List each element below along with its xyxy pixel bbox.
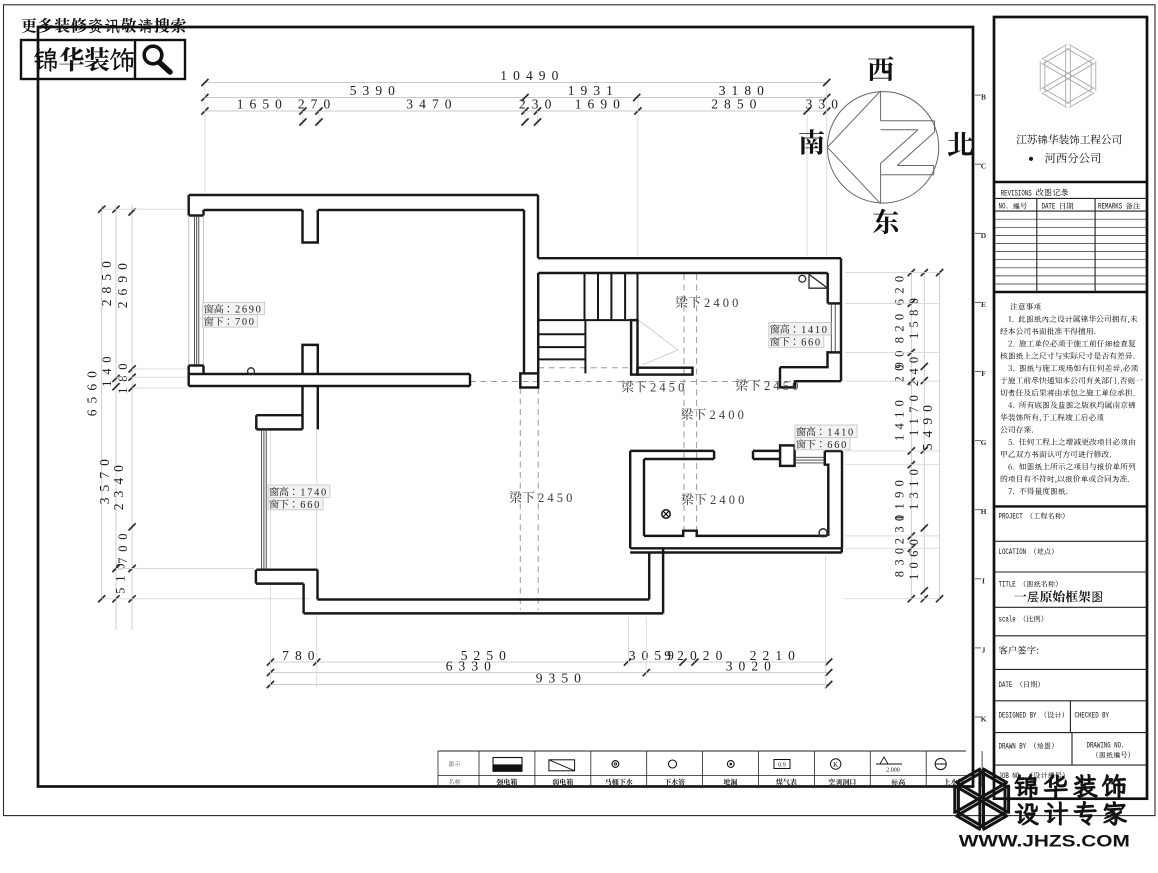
svg-text:J: J [982,645,986,654]
svg-text:1 1 7 0: 1 1 7 0 [907,394,921,436]
svg-text:TITLE: TITLE [999,581,1016,590]
svg-text:660: 660 [827,440,848,451]
svg-text:1 0 6 0: 1 0 6 0 [907,538,921,580]
svg-text:K: K [833,761,838,769]
svg-text:DATE: DATE [999,681,1013,690]
svg-text:1410: 1410 [801,325,829,336]
svg-text:2 4 0 0: 2 4 0 0 [710,408,744,422]
svg-text:2 4 0 0: 2 4 0 0 [710,493,744,507]
svg-text:3 4 7 0: 3 4 7 0 [406,97,453,112]
svg-text:F: F [981,369,986,378]
svg-text:0.9: 0.9 [778,763,786,769]
svg-text:9 2 0 2 0: 9 2 0 2 0 [664,648,723,663]
svg-text:660: 660 [801,337,822,348]
svg-text:9 3 5 0: 9 3 5 0 [536,671,583,686]
svg-text:5 4 9 0: 5 4 9 0 [920,404,935,451]
svg-text:5 2 5 0: 5 2 5 0 [461,648,508,663]
svg-text:2 8 5 0: 2 8 5 0 [711,97,758,112]
svg-text:2 8 5 0: 2 8 5 0 [99,260,114,307]
svg-text:REMARKS: REMARKS [1098,204,1122,212]
svg-text:G: G [981,438,987,447]
svg-text:C: C [981,162,986,171]
svg-text:H: H [981,507,987,516]
svg-text:PROJECT: PROJECT [999,513,1023,522]
svg-text:700: 700 [235,317,256,328]
svg-text:E: E [981,300,986,309]
svg-text:1 6 5 0: 1 6 5 0 [237,97,284,112]
svg-text:3 1 8 0: 3 1 8 0 [719,83,766,98]
svg-text:7 8 0: 7 8 0 [282,648,316,663]
svg-text:2 3 0: 2 3 0 [893,514,907,545]
svg-text:8 2 0: 8 2 0 [893,313,907,344]
svg-text:2 4 5 0: 2 4 5 0 [650,381,684,395]
svg-text:2 3 0: 2 3 0 [519,97,553,112]
svg-text:5 3 9 0: 5 3 9 0 [350,83,397,98]
svg-text:1 4 1 0: 1 4 1 0 [893,399,907,441]
svg-text:3 0 5 9: 3 0 5 9 [629,648,676,663]
svg-text:1 0 4 9 0: 1 0 4 9 0 [500,68,559,83]
svg-text:K: K [981,715,987,724]
svg-text:2 4 5 0: 2 4 5 0 [764,379,798,393]
svg-text:2690: 2690 [235,305,263,316]
svg-text:DESIGNED BY: DESIGNED BY [999,712,1037,721]
svg-text:1740: 1740 [300,487,328,498]
svg-text:2 4 0: 2 4 0 [907,356,921,387]
svg-text:6 2 0: 6 2 0 [893,275,907,306]
svg-text:LOCATION: LOCATION [999,548,1027,557]
svg-text:2 2 1 0: 2 2 1 0 [750,648,797,663]
svg-text:WWW.JHZS.COM: WWW.JHZS.COM [959,833,1130,851]
svg-text:2 6 9 0: 2 6 9 0 [115,262,130,309]
svg-text:scale: scale [999,615,1016,625]
svg-text:8 3 0: 8 3 0 [893,547,907,578]
svg-text:1 1 9 0: 1 1 9 0 [893,479,907,521]
svg-text:5 1 0: 5 1 0 [114,562,128,594]
svg-text:DRAWING NO.: DRAWING NO. [1087,742,1125,751]
svg-text:JOB NO.: JOB NO. [999,772,1023,781]
svg-text:2 7 0: 2 7 0 [298,97,332,112]
svg-text:9 0: 9 0 [893,350,907,369]
svg-text:DATE: DATE [1042,204,1056,212]
svg-text:2.000: 2.000 [886,768,900,774]
svg-text:DRAWN BY: DRAWN BY [999,742,1027,751]
svg-text:2 4 5 0: 2 4 5 0 [538,491,572,505]
svg-text:2 0: 2 0 [893,364,907,383]
svg-text:1 5 8 0: 1 5 8 0 [907,297,921,339]
svg-text:NO.: NO. [999,204,1009,212]
svg-text:B: B [981,93,986,102]
svg-text:660: 660 [300,500,321,511]
svg-text:REVISIONS: REVISIONS [1001,188,1032,198]
svg-text:2 4 0 0: 2 4 0 0 [704,296,738,310]
svg-text:1410: 1410 [827,427,855,438]
svg-text:1 8 0: 1 8 0 [116,362,130,394]
svg-text:3 5 7 0: 3 5 7 0 [97,458,112,505]
svg-text:3 3 0: 3 3 0 [806,97,840,112]
svg-text:2 3 4 0: 2 3 4 0 [111,464,126,511]
svg-text:D: D [981,231,987,240]
svg-text:1 9 3 1: 1 9 3 1 [568,83,615,98]
svg-text:6 5 6 0: 6 5 6 0 [85,370,100,417]
svg-text:1 4 0: 1 4 0 [100,355,114,387]
svg-text:7 0 0: 7 0 0 [116,532,130,564]
svg-text:1 6 9 0: 1 6 9 0 [575,97,622,112]
svg-text:CHECKED BY: CHECKED BY [1075,712,1110,721]
svg-text:1 3 1 0: 1 3 1 0 [907,468,921,510]
svg-text:I: I [982,576,985,585]
svg-text:3 0 2 0: 3 0 2 0 [726,659,773,674]
svg-text:6 3 3 0: 6 3 3 0 [446,659,493,674]
